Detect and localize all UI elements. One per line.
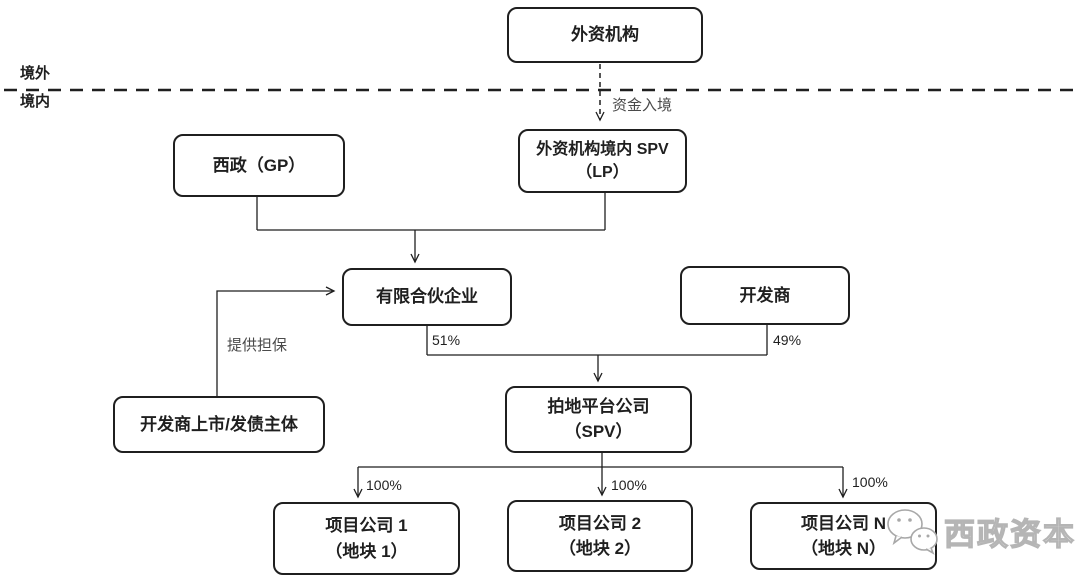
edge-guarantee — [216, 286, 336, 396]
edge-label-100-percent-n: 100% — [852, 474, 888, 490]
node-limited-partnership: 有限合伙企业 — [342, 268, 512, 326]
wechat-icon — [887, 509, 938, 555]
watermark: 西政资本 — [884, 506, 1076, 556]
node-project-company-2: 项目公司 2 （地块 2） — [507, 500, 693, 572]
node-land-platform-spv: 拍地平台公司 （SPV） — [505, 386, 692, 453]
node-developer: 开发商 — [680, 266, 850, 325]
node-foreign-spv-lp: 外资机构境内 SPV （LP） — [518, 129, 687, 193]
edge-label-49-percent: 49% — [773, 332, 802, 348]
node-project-company-1: 项目公司 1 （地块 1） — [273, 502, 460, 575]
edge-label-funds-inbound: 资金入境 — [612, 97, 673, 114]
region-label-onshore: 境内 — [20, 93, 51, 110]
region-label-offshore: 境外 — [20, 65, 51, 82]
watermark-text: 西政资本 — [943, 516, 1076, 552]
node-xizheng-gp: 西政（GP） — [173, 134, 345, 197]
edge-label-100-percent-2: 100% — [611, 477, 647, 493]
edge-label-guarantee: 提供担保 — [227, 337, 288, 354]
edge-label-100-percent-1: 100% — [366, 477, 402, 493]
node-foreign-institution: 外资机构 — [507, 7, 703, 63]
node-developer-listing-bond-entity: 开发商上市/发债主体 — [113, 396, 325, 453]
edge-label-51-percent: 51% — [432, 332, 461, 348]
